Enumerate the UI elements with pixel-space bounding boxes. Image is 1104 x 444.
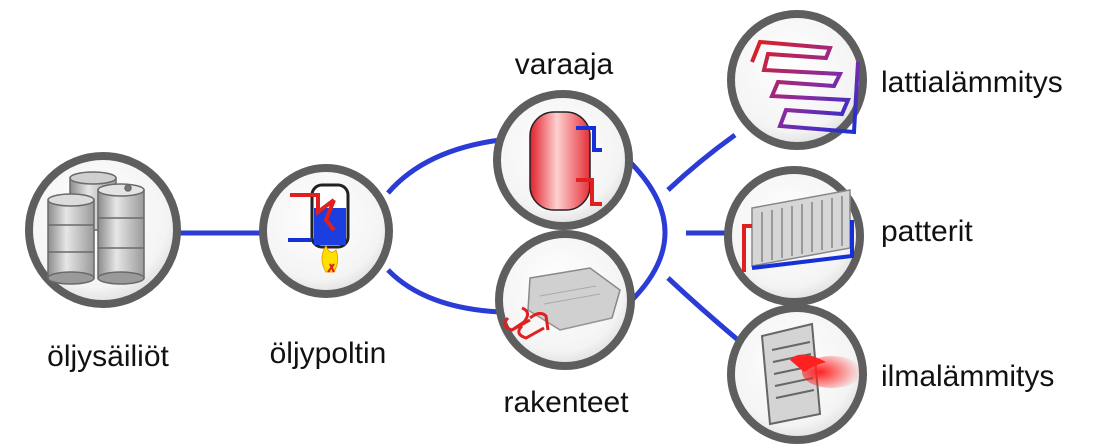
- label-floor-heating: lattialämmitys: [881, 66, 1063, 99]
- label-structures: rakenteet: [503, 386, 629, 419]
- label-radiators: patterit: [881, 215, 973, 248]
- connector-burner-structures: [386, 268, 501, 315]
- connector-floor-heating: [666, 132, 737, 192]
- connector-right-arc: [628, 160, 668, 304]
- connector-air-heating: [666, 276, 740, 342]
- air-heating-icon: [760, 322, 862, 426]
- oil-burner-icon: [288, 183, 350, 273]
- label-air-heating: ilmalämmitys: [881, 360, 1054, 393]
- label-storage-tank: varaaja: [515, 48, 614, 81]
- oil-drums-icon: [47, 171, 145, 285]
- node-discs: [25, 10, 867, 444]
- label-oil-burner: öljypoltin: [270, 337, 387, 370]
- floor-heating-icon: [750, 39, 860, 135]
- node-labels: öljysäiliöt öljypoltin varaaja rakenteet…: [47, 48, 1063, 419]
- storage-tank-icon: [529, 111, 602, 211]
- radiator-icon: [742, 189, 854, 272]
- connector-burner-storage: [386, 137, 501, 195]
- connector-lines: [175, 132, 740, 342]
- structures-icon: [503, 267, 621, 340]
- label-oil-tanks: öljysäiliöt: [47, 340, 169, 373]
